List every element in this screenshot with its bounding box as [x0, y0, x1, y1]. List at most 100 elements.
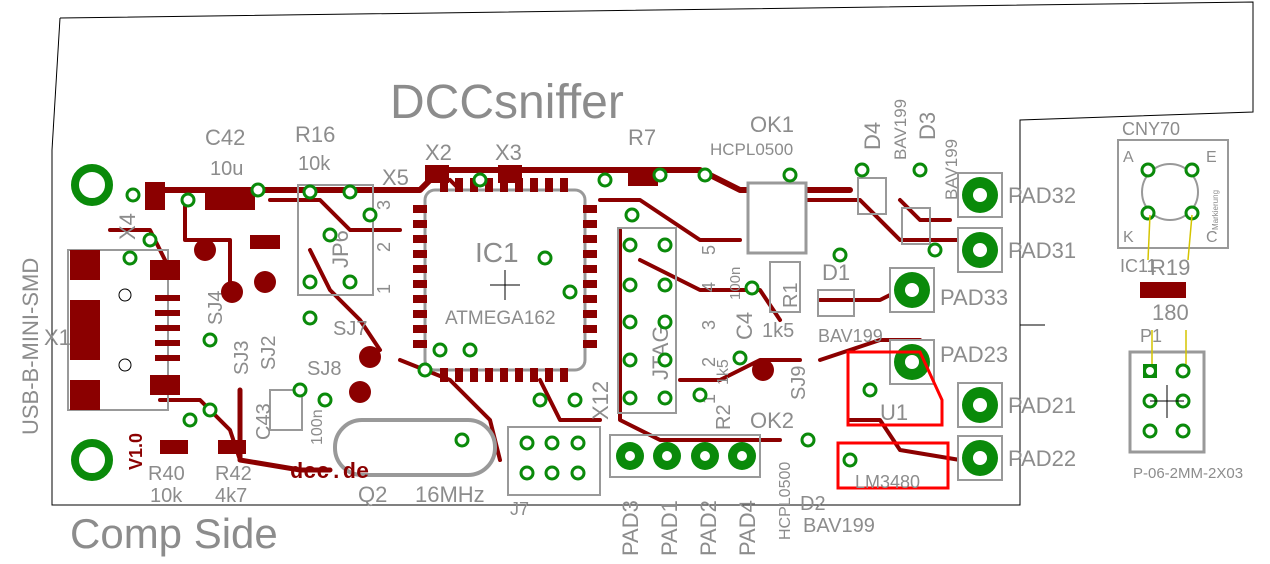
pad32-label: PAD32: [1008, 183, 1076, 208]
d4-package: [857, 177, 887, 215]
u1-value: LM3480: [855, 472, 920, 492]
r40-resistor: [160, 440, 188, 454]
jtag-pin4: 4: [699, 282, 719, 292]
usb-connector: [67, 249, 180, 411]
u1-footprint: [836, 441, 950, 490]
r2-name: R2: [713, 404, 735, 430]
pad4-label: PAD4: [735, 500, 760, 556]
r40-name: R40: [148, 463, 185, 485]
ic1-name: IC1: [475, 237, 519, 268]
sj9-label: SJ9: [788, 366, 810, 400]
pad22-label: PAD22: [1008, 446, 1076, 471]
j7-label: J7: [510, 499, 529, 519]
jtag-label: JTAG: [648, 325, 673, 380]
mounting-hole-top: [71, 164, 113, 206]
p1-value: P-06-2MM-2X03: [1133, 465, 1243, 482]
r40-value: 10k: [150, 485, 183, 507]
board-outline: [51, 1, 1254, 506]
u1-outline: [846, 350, 944, 427]
vias: [122, 162, 943, 468]
pad31-label: PAD31: [1008, 238, 1076, 263]
jtag-header: [617, 227, 677, 414]
d1-package: [817, 289, 855, 317]
r1-name: R1: [780, 282, 802, 308]
c43-value: 100n: [309, 409, 326, 445]
c4-name: C4: [732, 312, 757, 340]
sj8-label: SJ8: [307, 358, 341, 380]
cny70-corner-e: E: [1206, 149, 1217, 166]
jp6-pin3: 3: [374, 200, 394, 210]
ok2-value: HCPL0500: [777, 462, 794, 540]
ic11-label: IC11: [1120, 256, 1157, 276]
r7-resistor: [628, 172, 658, 186]
r7-name: R7: [628, 125, 656, 150]
ic1-package: [413, 178, 597, 382]
d1-name: D1: [822, 260, 850, 285]
x2-pad: [425, 165, 449, 183]
r16-resistor: [250, 235, 280, 249]
side-label: Comp Side: [70, 510, 278, 557]
r1-resistor: [769, 261, 801, 313]
d2-value: BAV199: [803, 515, 875, 537]
jtag-pin5: 5: [699, 245, 719, 255]
x4-pad: [145, 182, 165, 210]
ic1-value: ATMEGA162: [445, 308, 556, 329]
cny70-corner-a: A: [1123, 149, 1134, 166]
d1-value: BAV199: [818, 326, 883, 346]
version-text: V1.0: [126, 433, 146, 470]
cny70-corner-k: K: [1123, 229, 1134, 246]
d4-name: D4: [860, 122, 885, 150]
url-text: dcc.de: [290, 460, 369, 485]
j7-pins: [519, 435, 586, 481]
r2-value: 1k5: [715, 359, 732, 385]
cny70-sensor: [1117, 139, 1229, 261]
x3-label: X3: [495, 140, 522, 165]
sj2-label: SJ2: [258, 336, 280, 370]
cny70-marking-text: Markierung: [1211, 190, 1220, 230]
cny70-corner-c: C: [1206, 229, 1218, 246]
pad21-label: PAD21: [1008, 393, 1076, 418]
p1-header: [1128, 330, 1206, 454]
c4-value: 100n: [727, 267, 744, 300]
jtag-pin3: 3: [699, 320, 719, 330]
pad23-label: PAD23: [940, 342, 1008, 367]
jtag-pin1: 1: [699, 394, 719, 404]
ok1-name: OK1: [750, 112, 794, 137]
d2-name: D2: [800, 493, 826, 515]
r16-value: 10k: [298, 153, 331, 175]
x2-label: X2: [425, 140, 452, 165]
c42-value: 10u: [210, 158, 243, 180]
c42-name: C42: [205, 125, 245, 150]
board-title: DCCsniffer: [390, 76, 624, 129]
u1-name: U1: [880, 400, 908, 425]
j7-header: [507, 426, 601, 496]
ok2-name: OK2: [750, 408, 794, 433]
ok1-package: [746, 181, 808, 255]
pad3-label: PAD3: [618, 500, 643, 556]
sj7-label: SJ7: [333, 318, 367, 340]
x5-label: X5: [382, 165, 409, 190]
solder-jumper-pads: [194, 239, 774, 403]
x4-label: X4: [115, 213, 140, 240]
r42-resistor: [218, 440, 246, 454]
sj4-label: SJ4: [205, 291, 227, 325]
c43-capacitor: [269, 389, 303, 431]
c42-capacitor: [205, 190, 255, 210]
jp6-pin1: 1: [374, 284, 394, 294]
cny70-label: CNY70: [1122, 119, 1180, 139]
mounting-hole-bottom: [71, 439, 113, 481]
ok1-value: HCPL0500: [710, 140, 793, 159]
r16-name: R16: [295, 122, 335, 147]
c43-name: C43: [253, 403, 275, 440]
r19-name: R19: [1150, 255, 1190, 280]
d4-value: BAV199: [891, 99, 910, 160]
pad2-label: PAD2: [696, 500, 721, 556]
r1-value: 1k5: [762, 320, 794, 342]
d3-package: [901, 207, 931, 245]
d3-name: D3: [915, 112, 940, 140]
x3-pad: [498, 165, 522, 183]
pad33-label: PAD33: [940, 285, 1008, 310]
x1-value: USB-B-MINI-SMD: [18, 258, 43, 435]
sj3-label: SJ3: [231, 341, 253, 375]
